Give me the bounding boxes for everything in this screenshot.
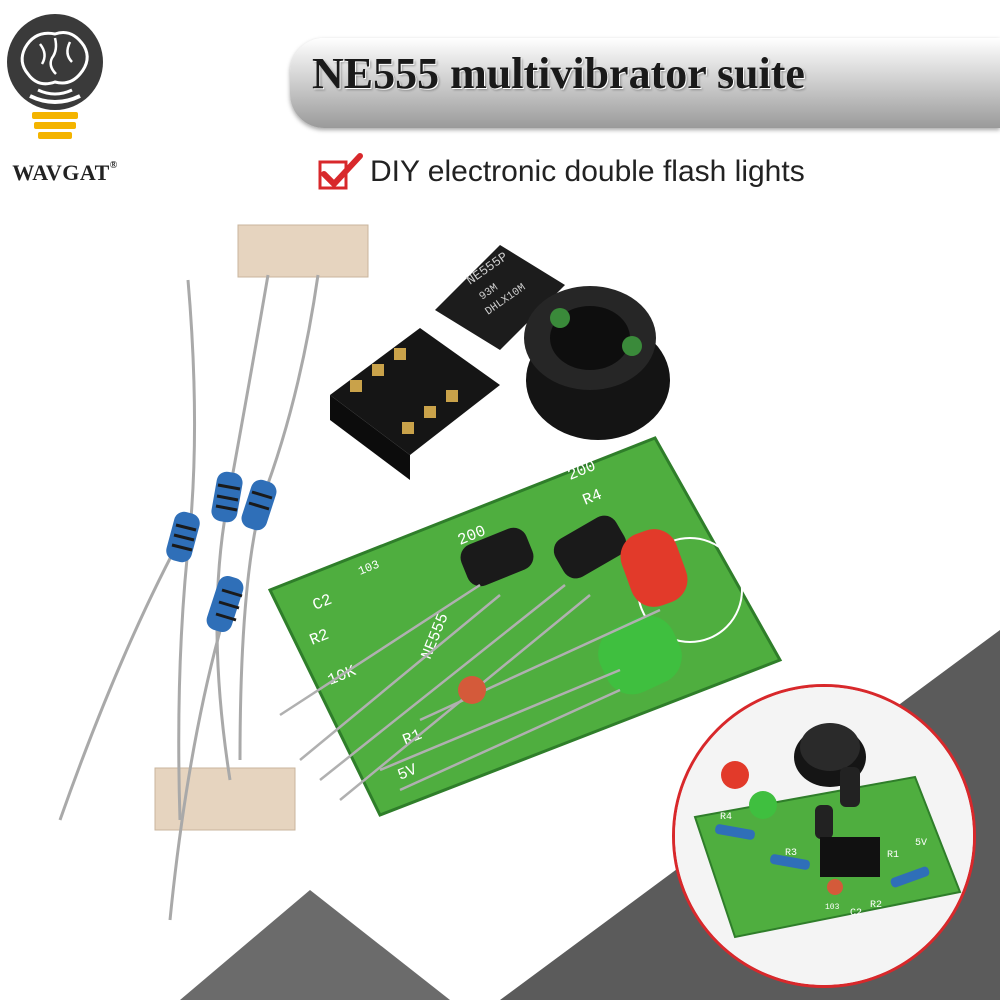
inset-label-5v: 5V (915, 838, 927, 849)
brand-logo (0, 0, 140, 200)
brain-lightbulb-icon (7, 14, 103, 139)
subtitle-row: DIY electronic double flash lights (318, 150, 978, 194)
inset-label-r4: R4 (720, 812, 732, 823)
tape-strip-top (237, 224, 369, 278)
inset-resistor-3 (890, 866, 930, 888)
pcb-label-r4: R4 (580, 486, 605, 510)
led-green (598, 615, 682, 695)
inset-label-c2: C2 (850, 908, 862, 919)
pcb-label-r2: R2 (307, 626, 332, 650)
inset-label-103: 103 (825, 903, 840, 912)
capacitors (460, 515, 627, 587)
inset-label-r3: R3 (785, 848, 797, 859)
inset-ic (820, 837, 880, 877)
assembled-board-inset: R4 R3 R1 5V C2 R2 103 (672, 684, 976, 988)
pcb-label-c2: C2 (310, 591, 335, 615)
inset-ceramic-capacitor (827, 879, 843, 895)
inset-capacitor-1 (840, 767, 860, 807)
inset-resistor-2 (770, 854, 810, 870)
resistors (166, 471, 277, 633)
brand-name: WAVGAT® (12, 160, 118, 185)
inset-resistor-1 (715, 824, 755, 840)
capacitor-2 (553, 515, 627, 579)
red-checkmark-icon (318, 153, 363, 190)
inset-led-red (721, 761, 749, 789)
capacitor-1 (460, 527, 534, 587)
page-title: NE555 multivibrator suite (312, 49, 805, 98)
ceramic-capacitor (458, 676, 486, 704)
title-banner (290, 38, 1000, 128)
assembled-board-photo: R4 R3 R1 5V C2 R2 103 (675, 687, 973, 985)
inset-label-r1: R1 (887, 850, 899, 861)
inset-led-green (749, 791, 777, 819)
led-red (620, 529, 688, 607)
ic-socket (330, 328, 500, 480)
inset-label-r2: R2 (870, 900, 882, 911)
pcb-label-r1: R1 (400, 726, 425, 750)
bg-shape-left (180, 890, 450, 1000)
subtitle: DIY electronic double flash lights (370, 155, 805, 188)
buzzer (524, 286, 670, 440)
leds (598, 529, 688, 695)
component-leads (279, 583, 661, 801)
tape-strip-bottom (154, 767, 296, 831)
inset-capacitor-2 (815, 805, 833, 839)
